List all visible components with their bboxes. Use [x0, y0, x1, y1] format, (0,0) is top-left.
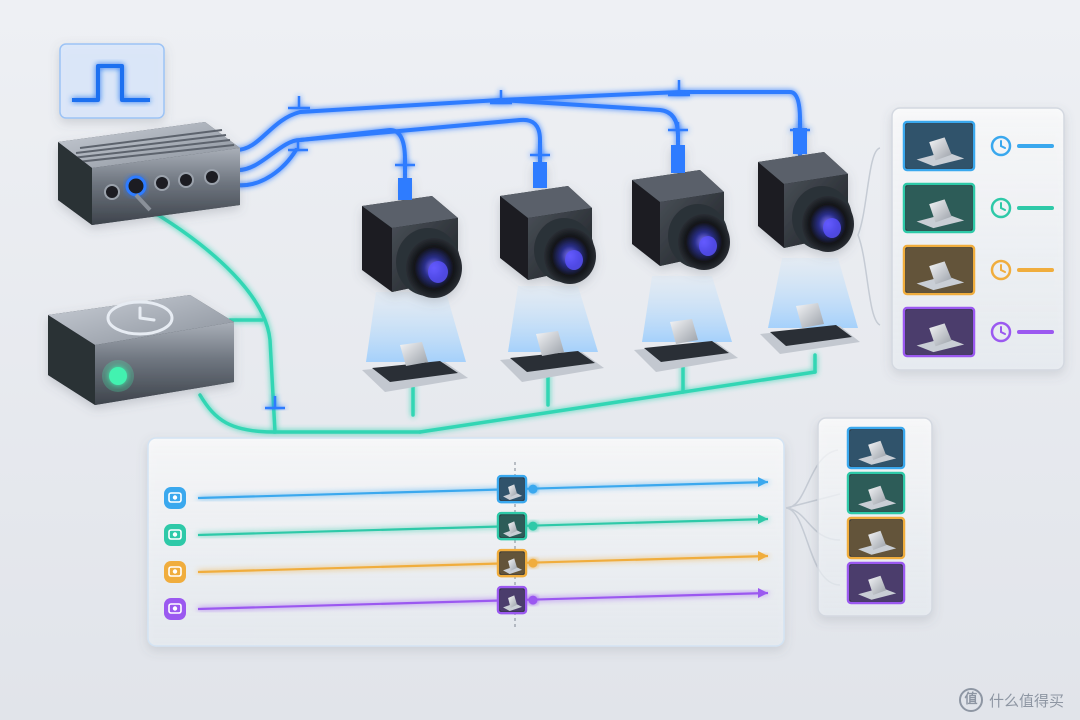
clock-icon	[990, 259, 1012, 281]
sync-timeline-panel	[147, 437, 785, 647]
timeline-track	[197, 591, 769, 611]
watermark: 值 什么值得买	[958, 688, 1064, 712]
timeline-arrowhead	[758, 551, 768, 561]
timeline-arrowhead	[758, 477, 768, 487]
timeline-row-3	[164, 548, 769, 583]
capture-point	[528, 521, 538, 531]
captured-frame-thumbnail	[902, 244, 976, 296]
synced-rows	[846, 426, 906, 605]
clock-icon	[990, 135, 1012, 157]
sync-clock-box	[48, 295, 234, 405]
camera-2	[500, 162, 604, 382]
capture-results-panel	[857, 107, 1065, 371]
clock-icon	[990, 321, 1012, 343]
light-beam	[768, 258, 858, 328]
synced-frame-2	[846, 471, 906, 515]
clock-icon	[106, 300, 174, 336]
sync-cable-network	[148, 208, 817, 434]
timeline-frame-thumbnail	[496, 585, 528, 615]
synced-frame-4	[846, 561, 906, 605]
sync-t-connector	[265, 396, 285, 410]
camera-icon	[164, 598, 186, 620]
timeline-track	[197, 480, 769, 500]
watermark-text: 什么值得买	[988, 691, 1064, 710]
camera-icon	[164, 561, 186, 583]
trigger-generator	[58, 43, 240, 225]
led-icon	[102, 360, 134, 392]
timeline-row-1	[164, 474, 769, 509]
timeline-row-2	[164, 511, 769, 546]
camera-icon	[164, 524, 186, 546]
camera-3	[632, 145, 738, 372]
light-beam	[642, 276, 732, 342]
capture-row-1	[902, 120, 1054, 172]
pulse-waveform-icon	[72, 64, 150, 102]
capture-point	[528, 558, 538, 568]
clock-icon	[990, 197, 1012, 219]
camera-1	[362, 178, 468, 392]
pulse-waveform-panel	[59, 43, 165, 150]
timeline-track	[197, 517, 769, 537]
captured-frame-thumbnail	[902, 182, 976, 234]
capture-point	[528, 595, 538, 605]
timeline-frame-thumbnail	[496, 548, 528, 578]
capture-row-4	[902, 306, 1054, 358]
light-beam	[508, 286, 598, 352]
capture-row-3	[902, 244, 1054, 296]
watermark-badge: 值	[958, 688, 983, 712]
timeline-track	[197, 554, 769, 574]
timeline-row-4	[164, 585, 769, 620]
timeline-rows	[164, 474, 769, 620]
captured-frame-thumbnail	[902, 120, 976, 172]
synced-frame-1	[846, 426, 906, 470]
captured-frame-thumbnail	[902, 306, 976, 358]
trigger-cable-network	[234, 90, 802, 192]
capture-row-2	[902, 182, 1054, 234]
camera-icon	[164, 487, 186, 509]
timeline-arrowhead	[758, 588, 768, 598]
trigger-t-connectors	[288, 80, 810, 167]
capture-point	[528, 484, 538, 494]
timeline-frame-thumbnail	[496, 511, 528, 541]
synced-frame-3	[846, 516, 906, 560]
timeline-frame-thumbnail	[496, 474, 528, 504]
camera-4	[758, 128, 860, 354]
trigger-ports	[104, 169, 220, 200]
timeline-arrowhead	[758, 514, 768, 524]
light-beam	[366, 292, 466, 362]
capture-rows	[902, 120, 1054, 358]
